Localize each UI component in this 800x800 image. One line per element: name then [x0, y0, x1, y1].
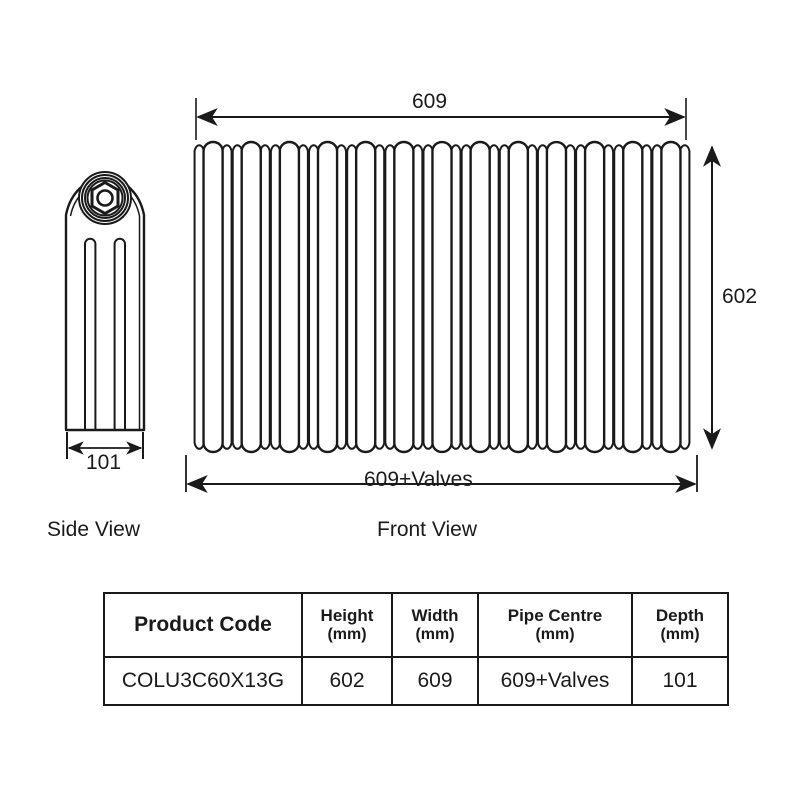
rear-column-right [373, 144, 386, 450]
radiator-section [384, 140, 424, 454]
front-column [469, 140, 491, 454]
radiator-section [422, 140, 462, 454]
radiator-section [346, 140, 386, 454]
cell-pipe-centre: 609+Valves [477, 656, 633, 706]
valve-ring-3 [81, 174, 129, 222]
dimension-label-height: 602 [722, 285, 758, 308]
front-column [583, 140, 606, 454]
header-width: Width (mm) [391, 592, 479, 658]
radiator-section [651, 140, 691, 454]
front-view-pipe-centre-dimension [185, 455, 698, 493]
rear-column-right [259, 144, 271, 450]
header-depth-label: Depth [655, 606, 705, 626]
front-column [354, 140, 377, 454]
radiator-section [460, 140, 500, 454]
view-label-side: Side View [47, 518, 141, 541]
cell-width: 609 [391, 656, 479, 706]
radiator-section [575, 140, 615, 454]
front-column [507, 140, 530, 454]
rear-column-right [221, 144, 233, 450]
view-label-front: Front View [377, 518, 477, 541]
front-view-sections [193, 140, 691, 454]
spec-table-header-row: Product Code Height (mm) Width (mm) Pipe… [103, 592, 729, 658]
header-depth-unit: (mm) [660, 625, 700, 643]
front-column [660, 140, 682, 454]
radiator-section [536, 140, 576, 454]
radiator-section [498, 140, 538, 454]
radiator-section [613, 140, 653, 454]
valve-bore [96, 189, 114, 207]
rear-column-right [412, 144, 424, 450]
side-view-slot-right [113, 237, 126, 430]
front-column [316, 140, 339, 454]
rear-column-right [450, 144, 462, 450]
dimension-label-pipe-centre: 609+Valves [364, 468, 473, 491]
cell-product-code: COLU3C60X13G [103, 656, 303, 706]
header-pipe-centre-label: Pipe Centre [507, 606, 603, 626]
dimension-label-depth: 101 [86, 451, 122, 474]
radiator-section [231, 140, 271, 454]
radiator-section [308, 140, 348, 454]
side-view-valve-assembly [78, 171, 132, 225]
rear-column-right [679, 144, 691, 450]
spec-table-body: COLU3C60X13G 602 609 609+Valves 101 [103, 656, 729, 706]
radiator-section [193, 140, 233, 454]
spec-table-head: Product Code Height (mm) Width (mm) Pipe… [103, 592, 729, 658]
front-column [431, 140, 453, 454]
front-column [393, 140, 415, 454]
header-pipe-centre: Pipe Centre (mm) [477, 592, 633, 658]
header-height-unit: (mm) [327, 625, 367, 643]
header-width-unit: (mm) [415, 625, 455, 643]
header-pipe-centre-unit: (mm) [535, 625, 575, 643]
spec-table: Product Code Height (mm) Width (mm) Pipe… [103, 592, 729, 706]
front-column [278, 140, 301, 454]
rear-column-right [488, 144, 500, 450]
front-column [545, 140, 568, 454]
header-product-code-label: Product Code [134, 612, 272, 636]
rear-column-right [602, 144, 615, 450]
table-row: COLU3C60X13G 602 609 609+Valves 101 [103, 656, 729, 706]
header-depth: Depth (mm) [631, 592, 729, 658]
side-view-group [64, 171, 146, 459]
header-height: Height (mm) [301, 592, 393, 658]
front-column [202, 140, 224, 454]
rear-column-right [297, 144, 309, 450]
rear-column-right [564, 144, 576, 450]
spec-table-container: Product Code Height (mm) Width (mm) Pipe… [103, 592, 729, 706]
front-view-group [193, 140, 691, 454]
valve-ring-2 [84, 177, 126, 219]
side-view-depth-dimension [66, 432, 144, 459]
front-column [622, 140, 644, 454]
side-view-slot-left [84, 237, 97, 430]
front-column [240, 140, 262, 454]
rear-column-right [640, 144, 653, 450]
rear-column-right [526, 144, 538, 450]
header-width-label: Width [411, 606, 459, 626]
valve-ring-1 [86, 179, 124, 217]
rear-column-right [335, 144, 348, 450]
cell-depth: 101 [631, 656, 729, 706]
radiator-section [269, 140, 309, 454]
front-view-width-dimension-top [195, 98, 687, 140]
cell-height: 602 [301, 656, 393, 706]
header-product-code: Product Code [103, 592, 303, 658]
header-height-label: Height [320, 606, 374, 626]
dimension-label-width-top: 609 [412, 90, 448, 113]
